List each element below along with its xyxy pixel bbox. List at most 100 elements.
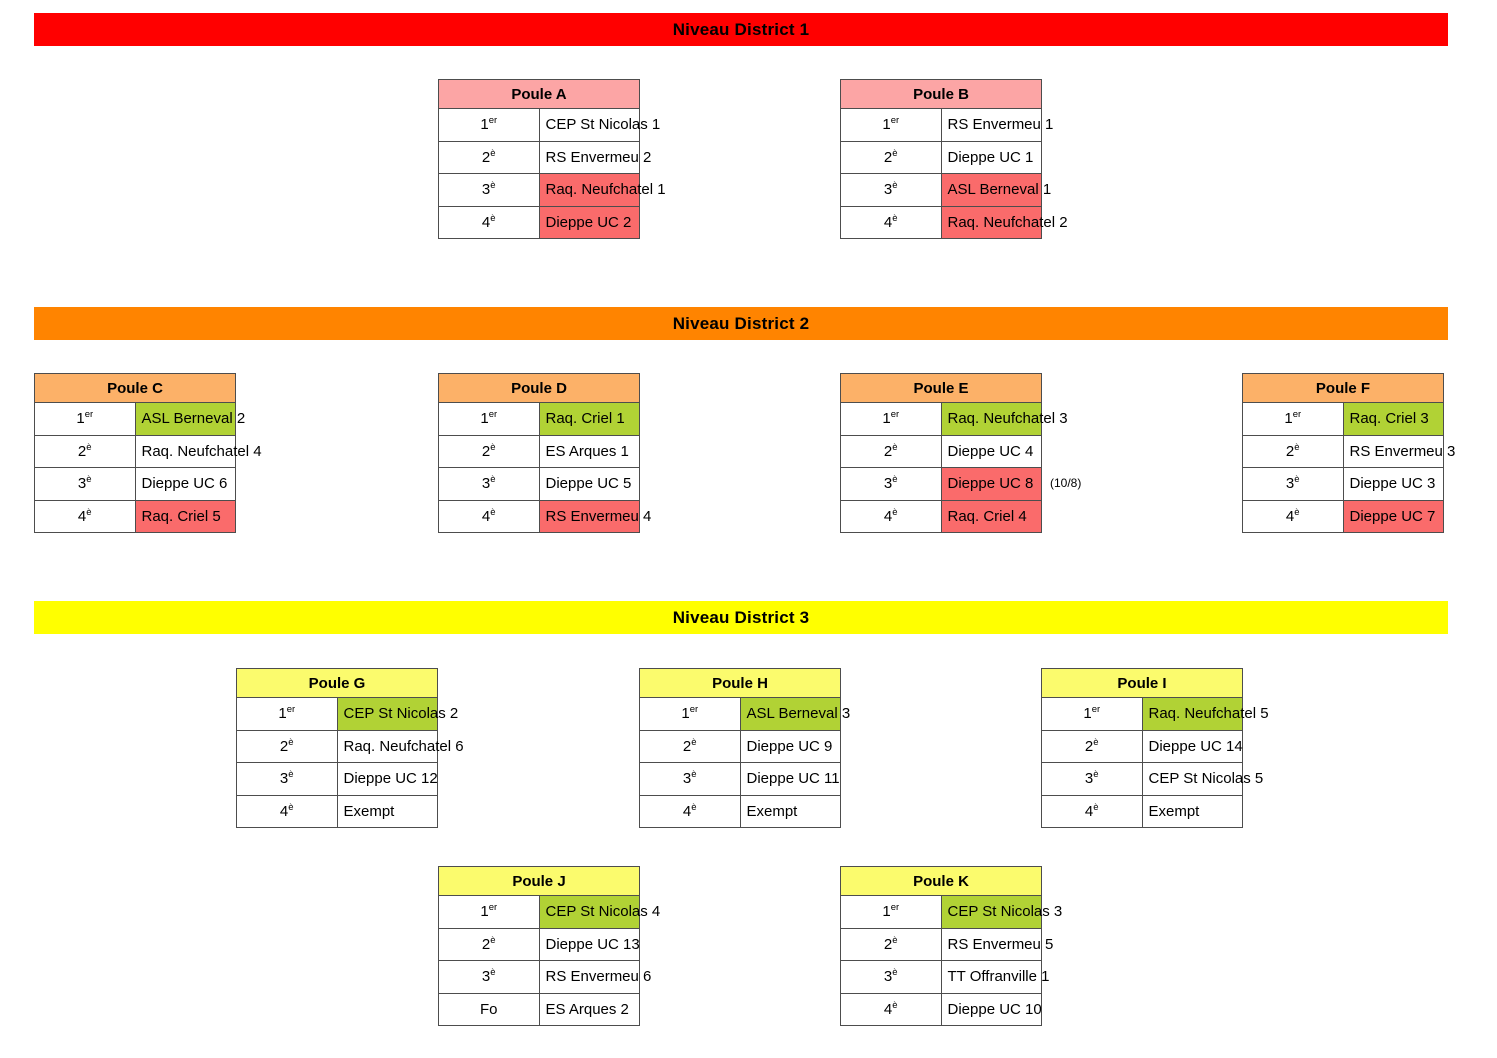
rank-number: 1 bbox=[882, 116, 891, 134]
team-name-cell: Dieppe UC 11 bbox=[739, 762, 841, 796]
rank-number: 2 bbox=[77, 442, 87, 460]
rank-suffix: è bbox=[490, 441, 496, 453]
rank-number: 4 bbox=[883, 507, 893, 525]
rank-number: 1 bbox=[1083, 705, 1092, 723]
rank-cell: 2è bbox=[840, 927, 942, 961]
team-name-cell: RS Envermeu 5 bbox=[940, 927, 1053, 961]
rank-number: 4 bbox=[481, 213, 491, 231]
level-banner-district-2: Niveau District 2 bbox=[34, 307, 1448, 340]
pool-header: Poule I bbox=[1041, 668, 1243, 698]
level-banner-label: Niveau District 2 bbox=[672, 313, 810, 333]
team-name-cell: Exempt bbox=[739, 794, 841, 828]
pool-header: Poule E bbox=[840, 373, 1042, 403]
rank-cell: 4è bbox=[438, 499, 540, 533]
rank-number: 4 bbox=[279, 802, 289, 820]
rank-number: Fo bbox=[479, 1000, 498, 1018]
pool-standing-row: 1er CEP St Nicolas 1 bbox=[438, 108, 660, 142]
team-name-cell: Raq. Criel 1 bbox=[538, 402, 640, 436]
rank-cell: 4è bbox=[1242, 499, 1344, 533]
team-name-cell: Raq. Neufchatel 3 bbox=[940, 402, 1068, 436]
rank-number: 2 bbox=[1084, 737, 1094, 755]
rank-cell: 2è bbox=[438, 140, 540, 174]
team-name-cell: Raq. Neufchatel 2 bbox=[940, 205, 1068, 239]
rank-suffix: è bbox=[892, 180, 898, 192]
rank-suffix: è bbox=[490, 967, 496, 979]
rank-number: 1 bbox=[76, 410, 85, 428]
rank-number: 2 bbox=[1285, 442, 1295, 460]
rank-number: 3 bbox=[883, 181, 893, 199]
rank-suffix: è bbox=[288, 769, 294, 781]
level-banner-label: Niveau District 3 bbox=[672, 607, 810, 627]
rank-suffix: è bbox=[490, 212, 496, 224]
rank-number: 4 bbox=[682, 802, 692, 820]
rank-cell: 1er bbox=[438, 402, 540, 436]
rank-cell: 2è bbox=[1242, 434, 1344, 468]
rank-suffix: è bbox=[86, 506, 92, 518]
rank-suffix: è bbox=[1294, 474, 1300, 486]
rank-cell: 4è bbox=[639, 794, 741, 828]
rank-number: 4 bbox=[1084, 802, 1094, 820]
pool-score-note: (10/8) bbox=[1050, 476, 1082, 490]
rank-suffix: er bbox=[488, 115, 498, 127]
team-name-cell: RS Envermeu 4 bbox=[538, 499, 651, 533]
rank-number: 2 bbox=[883, 442, 893, 460]
team-name-cell: Dieppe UC 4 bbox=[940, 434, 1042, 468]
rank-number: 2 bbox=[481, 442, 491, 460]
rank-cell: 2è bbox=[1041, 729, 1143, 763]
rank-number: 2 bbox=[481, 935, 491, 953]
rank-cell: 3è bbox=[438, 173, 540, 207]
team-name-cell: Dieppe UC 7 bbox=[1342, 499, 1444, 533]
team-name-cell: Dieppe UC 5 bbox=[538, 467, 640, 501]
team-name-cell: Raq. Criel 3 bbox=[1342, 402, 1444, 436]
team-name-cell: TT Offranville 1 bbox=[940, 960, 1049, 994]
rank-number: 3 bbox=[77, 475, 87, 493]
rank-suffix: er bbox=[488, 902, 498, 914]
rank-suffix: è bbox=[1294, 506, 1300, 518]
rank-number: 1 bbox=[278, 705, 287, 723]
rank-number: 2 bbox=[883, 935, 893, 953]
rank-cell: 4è bbox=[236, 794, 338, 828]
rank-cell: 2è bbox=[438, 927, 540, 961]
rank-suffix: è bbox=[892, 441, 898, 453]
rank-cell: 4è bbox=[840, 992, 942, 1026]
rank-suffix: è bbox=[892, 474, 898, 486]
rank-number: 4 bbox=[883, 1000, 893, 1018]
rank-suffix: è bbox=[892, 999, 898, 1011]
rank-number: 1 bbox=[882, 903, 891, 921]
team-name-cell: Dieppe UC 3 bbox=[1342, 467, 1444, 501]
rank-suffix: è bbox=[691, 736, 697, 748]
team-name-cell: Dieppe UC 6 bbox=[134, 467, 236, 501]
team-name-cell: Raq. Criel 5 bbox=[134, 499, 236, 533]
rank-number: 2 bbox=[682, 737, 692, 755]
level-banner-district-1: Niveau District 1 bbox=[34, 13, 1448, 46]
rank-cell: 4è bbox=[438, 205, 540, 239]
team-name-cell: CEP St Nicolas 1 bbox=[538, 108, 660, 142]
rank-number: 1 bbox=[480, 116, 489, 134]
rank-suffix: è bbox=[490, 934, 496, 946]
